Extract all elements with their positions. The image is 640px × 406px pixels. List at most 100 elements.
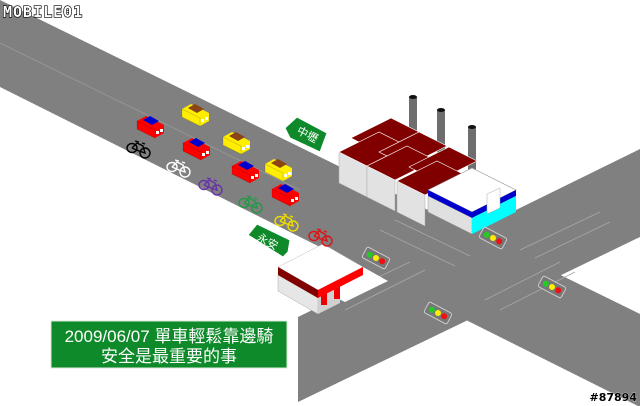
handlebar bbox=[213, 179, 218, 182]
bicycle bbox=[198, 177, 223, 196]
gas-station bbox=[277, 243, 388, 315]
crosswalk-line bbox=[534, 221, 611, 259]
seat bbox=[134, 140, 140, 143]
bicycle bbox=[126, 140, 151, 159]
traffic-light bbox=[478, 226, 508, 250]
headlight bbox=[205, 117, 208, 120]
traffic-light bbox=[361, 246, 391, 270]
headlight bbox=[291, 199, 294, 202]
red-car bbox=[136, 116, 164, 139]
handlebar bbox=[141, 142, 146, 145]
frame bbox=[203, 179, 219, 192]
crosswalk-line bbox=[499, 271, 576, 311]
wheel bbox=[211, 184, 223, 196]
yellow-car bbox=[181, 104, 209, 127]
headlight bbox=[288, 172, 291, 175]
headlight bbox=[160, 129, 163, 132]
seat bbox=[282, 213, 288, 216]
wheel bbox=[166, 161, 178, 173]
fuel-pump bbox=[321, 292, 327, 305]
chimney bbox=[409, 95, 417, 150]
crosswalk-line bbox=[379, 229, 456, 267]
seat bbox=[206, 177, 212, 180]
cross-road bbox=[298, 149, 640, 406]
headlight bbox=[255, 174, 258, 177]
mobile01-logo: MOBILE01 bbox=[2, 2, 83, 21]
traffic-lights bbox=[361, 226, 567, 325]
green-lamp bbox=[483, 231, 490, 238]
wheel bbox=[126, 142, 138, 154]
factory-block bbox=[396, 146, 478, 227]
fuel-pump bbox=[334, 286, 340, 299]
traffic-light bbox=[537, 275, 567, 299]
wheel bbox=[308, 230, 320, 242]
headlight bbox=[251, 176, 254, 179]
seat bbox=[246, 195, 252, 198]
chimney bbox=[437, 108, 445, 165]
wheel bbox=[287, 220, 299, 232]
red-lamp bbox=[496, 238, 503, 245]
crosswalk-line bbox=[484, 261, 561, 301]
headlight bbox=[206, 151, 209, 154]
wheel bbox=[321, 235, 333, 247]
red-car bbox=[182, 138, 210, 161]
frame bbox=[171, 161, 187, 174]
bicycle bbox=[308, 228, 333, 247]
chimney bbox=[468, 125, 476, 185]
caption-line-1: 2009/06/07 單車輕鬆靠邊騎 bbox=[65, 326, 274, 346]
crosswalk-line bbox=[344, 269, 426, 311]
handlebar bbox=[289, 215, 294, 218]
bicycle bbox=[274, 213, 299, 232]
red-lamp bbox=[379, 258, 386, 265]
seat bbox=[316, 228, 322, 231]
seat bbox=[174, 159, 180, 162]
caption-line-2: 安全是最重要的事 bbox=[101, 347, 237, 366]
wheel bbox=[274, 215, 286, 227]
yellow-car bbox=[222, 132, 250, 155]
headlight bbox=[246, 145, 249, 148]
yellow-lamp bbox=[549, 284, 555, 290]
factory-block bbox=[338, 117, 420, 198]
yellow-car bbox=[264, 159, 292, 182]
caption-box: 2009/06/07 單車輕鬆靠邊騎 安全是最重要的事 bbox=[50, 320, 288, 369]
green-lamp bbox=[366, 251, 373, 258]
headlight bbox=[201, 119, 204, 122]
headlight bbox=[202, 153, 205, 156]
bicycle bbox=[238, 195, 263, 214]
direction-sign-zhongli: 中壢 bbox=[284, 116, 328, 153]
handlebar bbox=[253, 197, 258, 200]
frame bbox=[279, 215, 295, 228]
store-door bbox=[486, 187, 501, 215]
green-lamp bbox=[428, 306, 435, 313]
frame bbox=[131, 142, 147, 155]
handlebar bbox=[323, 230, 328, 233]
frame bbox=[243, 197, 259, 210]
bicycle bbox=[166, 159, 191, 178]
green-lamp bbox=[542, 280, 549, 287]
direction-sign-yongan: 永安 bbox=[247, 223, 291, 258]
headlight bbox=[156, 131, 159, 134]
yellow-lamp bbox=[373, 255, 379, 261]
wheel bbox=[198, 179, 210, 191]
vehicles bbox=[126, 104, 333, 247]
yellow-lamp bbox=[490, 235, 496, 241]
convenience-store bbox=[427, 167, 517, 235]
red-lamp bbox=[441, 313, 448, 320]
watermark: #87894 bbox=[590, 391, 638, 404]
logo-text: MOBILE01 bbox=[3, 3, 83, 21]
headlight bbox=[284, 174, 287, 177]
headlight bbox=[295, 197, 298, 200]
wheel bbox=[238, 197, 250, 209]
handlebar bbox=[181, 161, 186, 164]
wheel bbox=[179, 166, 191, 178]
factory bbox=[338, 95, 478, 227]
crosswalk-line bbox=[394, 219, 471, 257]
red-car bbox=[271, 184, 299, 207]
headlight bbox=[242, 147, 245, 150]
traffic-light bbox=[423, 301, 453, 325]
wheel bbox=[139, 147, 151, 159]
red-car bbox=[231, 161, 259, 184]
yellow-lamp bbox=[435, 310, 441, 316]
